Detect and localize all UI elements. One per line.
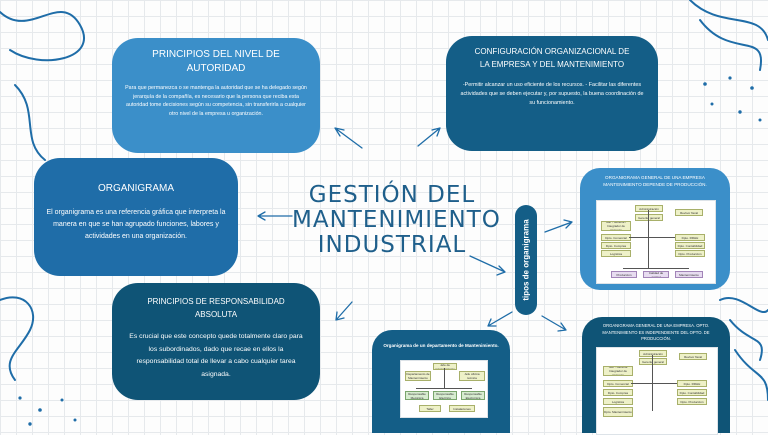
org-box: Calidad de control bbox=[643, 271, 669, 278]
org-box: Administración bbox=[639, 350, 667, 357]
tipos-organigrama-label: tipos de organigrama bbox=[515, 205, 537, 315]
card-body: El organigrama es una referencia gráfica… bbox=[46, 209, 226, 240]
card-principios-autoridad: PRINCIPIOS DEL NIVEL DE AUTORIDAD Para q… bbox=[112, 38, 320, 153]
org-box: Responsable Electrónica bbox=[461, 391, 485, 400]
org-box: Mantenimiento bbox=[675, 271, 703, 278]
org-line bbox=[648, 210, 649, 268]
org-box: Gerente general bbox=[635, 214, 663, 221]
org-box: Departamento de Mantenimiento bbox=[405, 371, 431, 381]
card-body: -Permitir alcanzar un uso eficiente de l… bbox=[460, 82, 644, 106]
card-body: Para que permanezca o se mantenga la aut… bbox=[125, 85, 307, 117]
card-org-independiente: ORGANIGRAMA GENERAL DE UNA EMPRESA. OPTO… bbox=[582, 317, 730, 435]
card-caption: ORGANIGRAMA GENERAL DE UNA EMPRESA MANTE… bbox=[603, 175, 707, 187]
org-box: Dpto. Mantenimiento bbox=[603, 407, 633, 417]
org-box: Responsable Mecánica bbox=[405, 391, 429, 400]
org-box: Sub - Gerente / Integrador de sistemas bbox=[601, 221, 631, 231]
arrow-to-responsabilidad bbox=[335, 301, 353, 321]
org-box: Revisor fiscal bbox=[679, 353, 707, 360]
org-box: Administración bbox=[635, 205, 663, 212]
arrow-to-departamento bbox=[487, 311, 513, 327]
arrow-to-independiente bbox=[541, 315, 567, 332]
org-box: Gerente general bbox=[639, 358, 667, 365]
card-org-departamento: Organigrama de un departamento de Manten… bbox=[372, 330, 510, 433]
org-box: Jefe oficina técnica bbox=[459, 371, 485, 381]
card-organigrama: ORGANIGRAMA El organigrama es una refere… bbox=[34, 158, 238, 276]
arrow-to-dependiente bbox=[544, 219, 573, 233]
org-box: Dpto. Comercial bbox=[603, 380, 633, 387]
card-heading: ORGANIGRAMA bbox=[97, 183, 175, 194]
org-box: Dpto. RRHH bbox=[677, 380, 707, 387]
org-line bbox=[623, 268, 689, 269]
org-box: Dpto. Comercial bbox=[601, 234, 631, 241]
org-line bbox=[444, 368, 445, 388]
org-box: Dpto. Producción bbox=[675, 250, 705, 257]
org-box: Producción bbox=[611, 271, 637, 278]
arrow-to-organigrama bbox=[257, 211, 293, 221]
org-box: Dpto. Compras bbox=[601, 242, 631, 249]
org-chart-independiente: Administración Revisor fiscal Gerente ge… bbox=[596, 347, 718, 435]
org-box: Dpto. Producción bbox=[677, 398, 707, 405]
arrow-to-autoridad bbox=[334, 127, 363, 149]
org-box: Jefe de mantenimiento bbox=[433, 363, 457, 370]
arrow-to-tipos bbox=[469, 255, 506, 276]
org-box: Logística bbox=[603, 398, 633, 405]
org-box: Sub - Gerente Integrador de sistemas bbox=[603, 366, 633, 376]
org-box: Dpto. RRHH bbox=[675, 234, 705, 241]
org-box: Dpto. Compras bbox=[603, 389, 633, 396]
arrow-to-configuracion bbox=[417, 127, 441, 147]
org-box: Taller bbox=[419, 405, 441, 412]
card-configuracion: CONFIGURACIÓN ORGANIZACIONAL DE LA EMPRE… bbox=[446, 36, 658, 151]
org-box: Dpto. Contabilidad bbox=[675, 242, 705, 249]
card-org-dependiente: ORGANIGRAMA GENERAL DE UNA EMPRESA MANTE… bbox=[580, 168, 730, 290]
card-heading: PRINCIPIOS DEL NIVEL DE AUTORIDAD bbox=[152, 49, 280, 74]
org-box: Logística bbox=[601, 250, 631, 257]
org-line bbox=[631, 383, 677, 384]
card-heading: PRINCIPIOS DE RESPONSABILIDAD ABSOLUTA bbox=[147, 297, 285, 319]
card-responsabilidad: PRINCIPIOS DE RESPONSABILIDAD ABSOLUTA E… bbox=[112, 283, 320, 400]
org-chart-departamento: Jefe de mantenimiento Departamento de Ma… bbox=[400, 360, 488, 418]
org-chart-dependiente: Administración Revisor fiscal Gerente ge… bbox=[596, 200, 716, 284]
org-box: Responsable Eléctrica bbox=[433, 391, 457, 400]
card-body: Es crucial que este concepto quede total… bbox=[129, 333, 303, 378]
org-line bbox=[416, 388, 472, 389]
main-title: GESTIÓN DEL MANTENIMIENTO INDUSTRIAL bbox=[292, 182, 501, 258]
card-caption: Organigrama de un departamento de Manten… bbox=[383, 343, 499, 348]
org-box: Dpto. Contabilidad bbox=[677, 389, 707, 396]
card-caption: ORGANIGRAMA GENERAL DE UNA EMPRESA. OPTO… bbox=[602, 323, 710, 341]
org-box: Instalaciones bbox=[449, 405, 475, 412]
org-line bbox=[629, 237, 675, 238]
org-box: Revisor fiscal bbox=[675, 209, 703, 216]
card-heading: CONFIGURACIÓN ORGANIZACIONAL DE LA EMPRE… bbox=[474, 47, 630, 69]
